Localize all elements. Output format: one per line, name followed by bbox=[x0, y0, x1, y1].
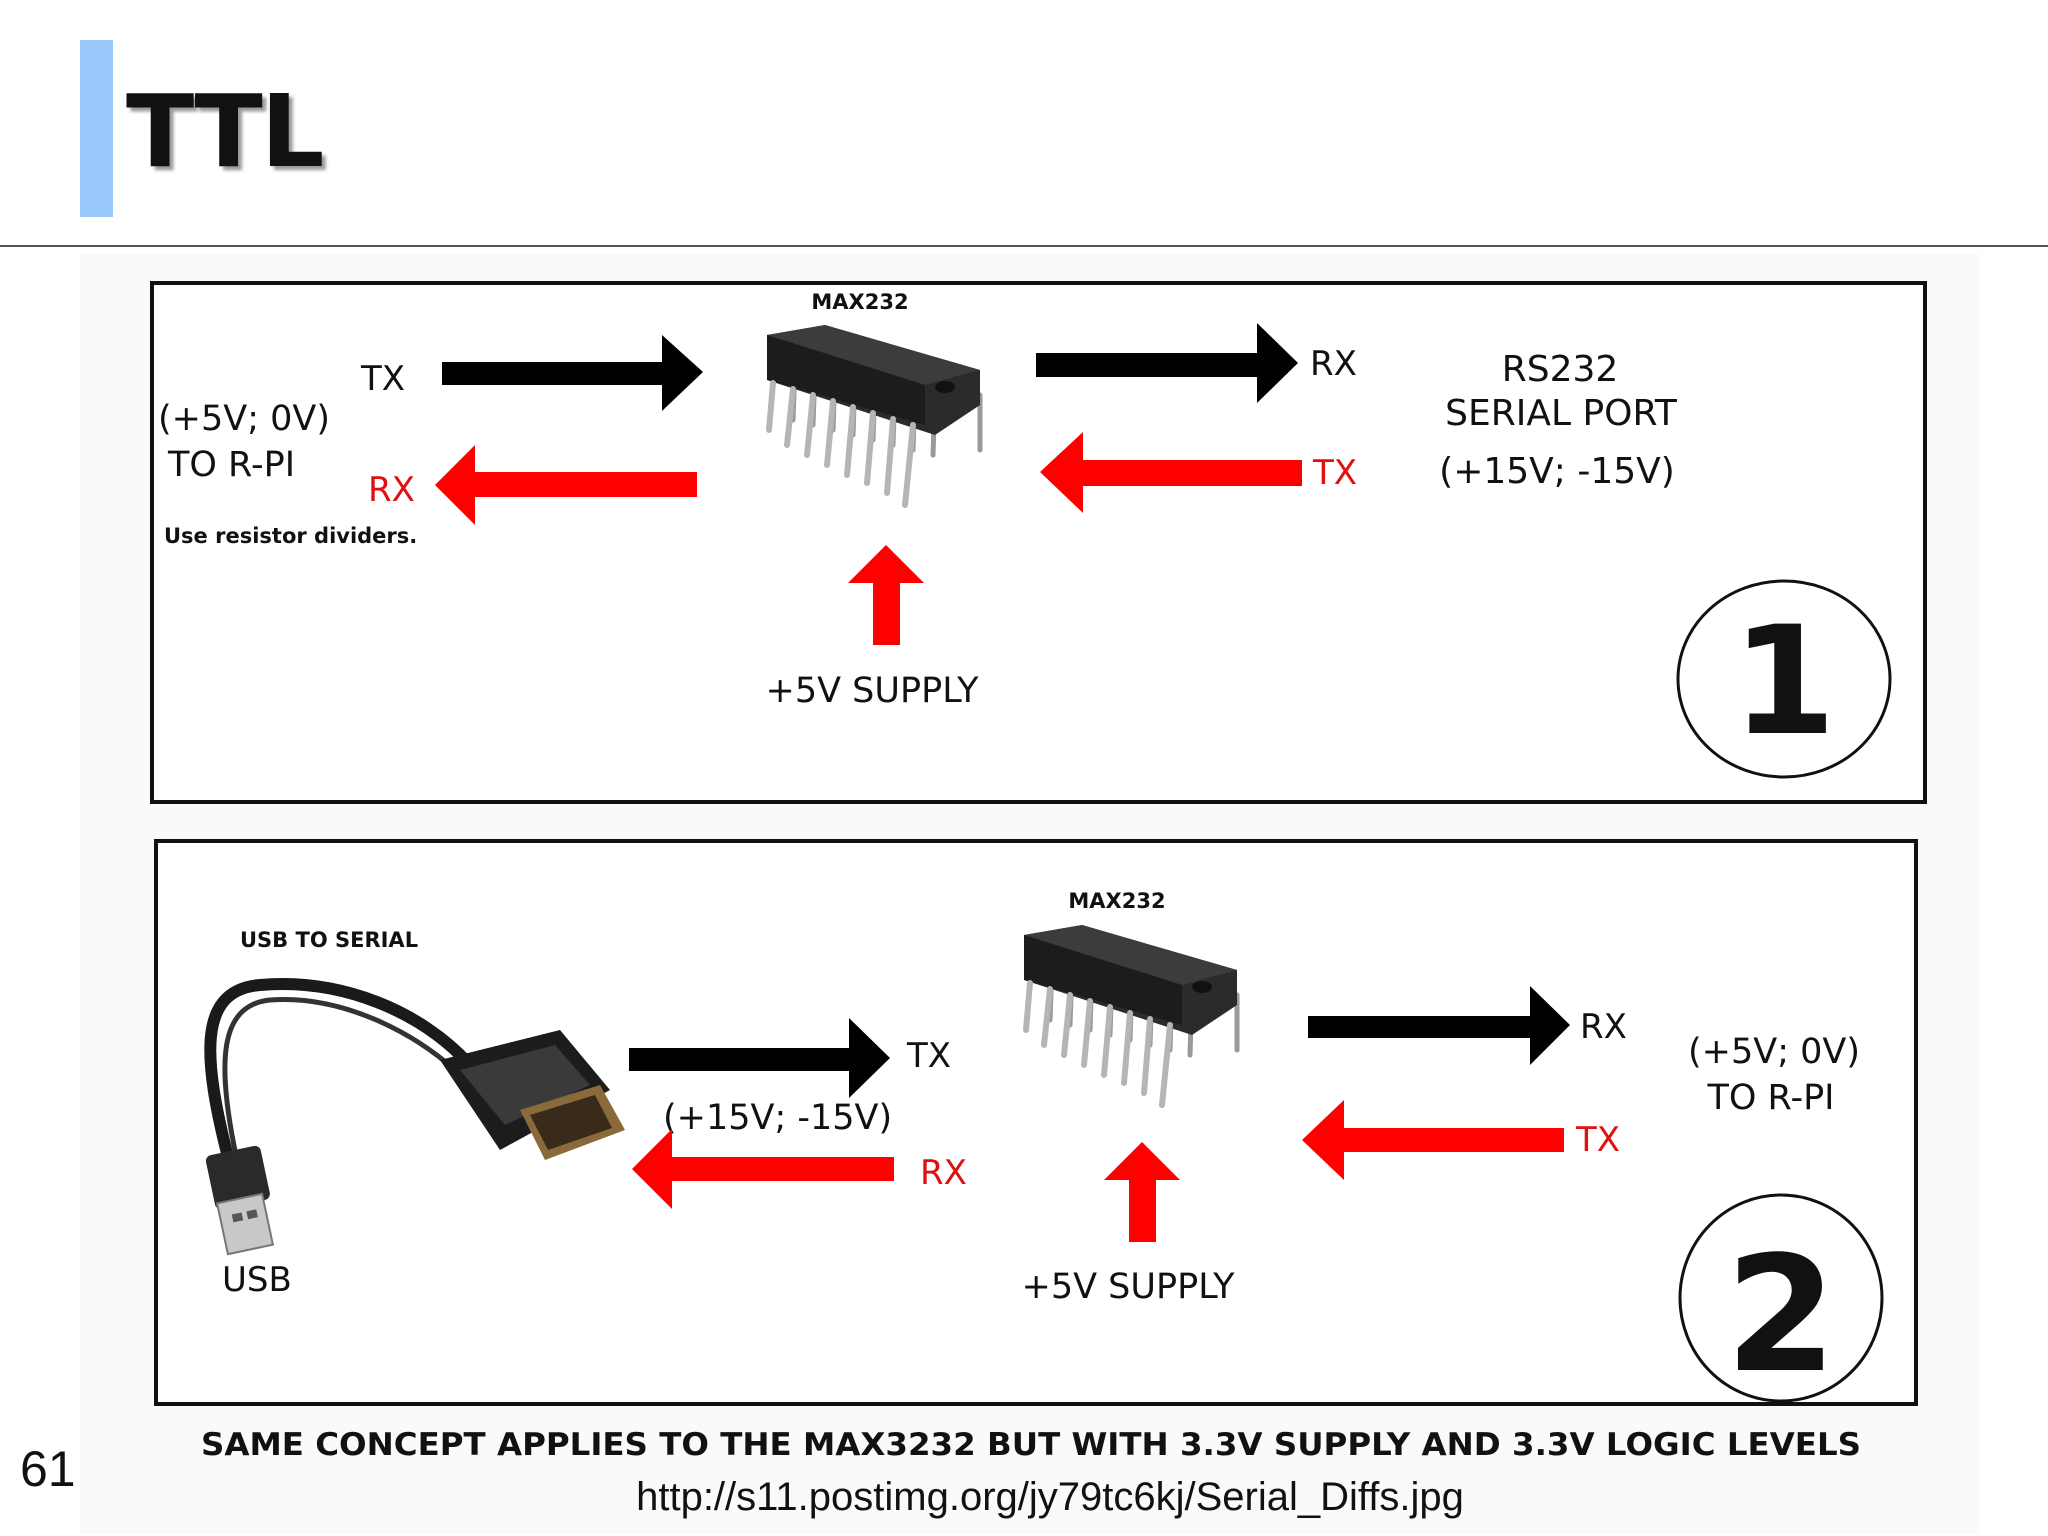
diagram-1-right-rx: RX bbox=[1310, 344, 1357, 384]
diagram-2-right-voltage: (+5V; 0V) bbox=[1688, 1032, 1860, 1072]
diagram-2-right-rx-arrow bbox=[1308, 986, 1570, 1065]
diagram-1-right-tx-arrow bbox=[1040, 432, 1302, 513]
slide-number: 61 bbox=[20, 1441, 76, 1497]
footer-note: SAME CONCEPT APPLIES TO THE MAX3232 BUT … bbox=[201, 1427, 1861, 1463]
source-url: http://s11.postimg.org/jy79tc6kj/Serial_… bbox=[636, 1475, 1464, 1519]
title-divider bbox=[0, 245, 2048, 247]
diagram-1-left-target: TO R-PI bbox=[167, 445, 295, 485]
diagram-1-number: 1 bbox=[1732, 595, 1836, 769]
diagram-2-cable-label: USB TO SERIAL bbox=[240, 928, 418, 952]
diagram-1-chip-label: MAX232 bbox=[811, 290, 908, 314]
diagram-2-mid-rx: RX bbox=[920, 1153, 967, 1193]
diagram-2-number: 2 bbox=[1725, 1221, 1836, 1408]
slide-title: TTL bbox=[126, 73, 324, 190]
diagram-2-usb-label: USB bbox=[222, 1260, 292, 1300]
diagram-2-right-rx: RX bbox=[1580, 1007, 1627, 1047]
diagram-1-left-voltage: (+5V; 0V) bbox=[158, 399, 330, 439]
diagram-1-port-line1: RS232 bbox=[1502, 349, 1619, 390]
diagram-2-rx-arrow bbox=[632, 1129, 894, 1209]
diagram-2-supply: +5V SUPPLY bbox=[1022, 1267, 1236, 1307]
diagram-1-number-circle bbox=[1676, 579, 1892, 779]
diagram-1-rx-arrow bbox=[435, 445, 697, 525]
diagram-2-right-target: TO R-PI bbox=[1706, 1078, 1834, 1118]
diagram-1-port-line2: SERIAL PORT bbox=[1445, 393, 1678, 434]
diagram-1-note: Use resistor dividers. bbox=[164, 524, 417, 548]
diagram-2-mid-tx: TX bbox=[906, 1036, 951, 1076]
diagram-2-right-tx-arrow bbox=[1302, 1100, 1564, 1180]
diagram-2-supply-arrow bbox=[1104, 1142, 1180, 1242]
diagram-1-right-tx: TX bbox=[1312, 453, 1357, 493]
diagram-1-supply-arrow bbox=[848, 545, 924, 645]
diagram-2-chip-label: MAX232 bbox=[1068, 889, 1165, 913]
diagram-1-supply: +5V SUPPLY bbox=[766, 671, 980, 711]
diagram-1-left-rx: RX bbox=[368, 470, 415, 510]
diagram-1-right-rx-arrow bbox=[1036, 323, 1298, 403]
diagram-2-number-circle bbox=[1678, 1193, 1884, 1403]
diagram-2-tx-arrow bbox=[629, 1018, 890, 1098]
title-accent-bar bbox=[80, 40, 113, 217]
diagram-2-mid-voltage: (+15V; -15V) bbox=[663, 1098, 892, 1138]
diagram-1-left-tx: TX bbox=[360, 359, 405, 399]
diagram-2-right-tx: TX bbox=[1575, 1120, 1620, 1160]
diagram-1-tx-arrow bbox=[442, 335, 703, 411]
usb-to-serial-cable-image bbox=[204, 978, 625, 1256]
diagram-2-frame bbox=[154, 839, 1918, 1406]
diagram-1-port-voltage: (+15V; -15V) bbox=[1439, 451, 1675, 492]
